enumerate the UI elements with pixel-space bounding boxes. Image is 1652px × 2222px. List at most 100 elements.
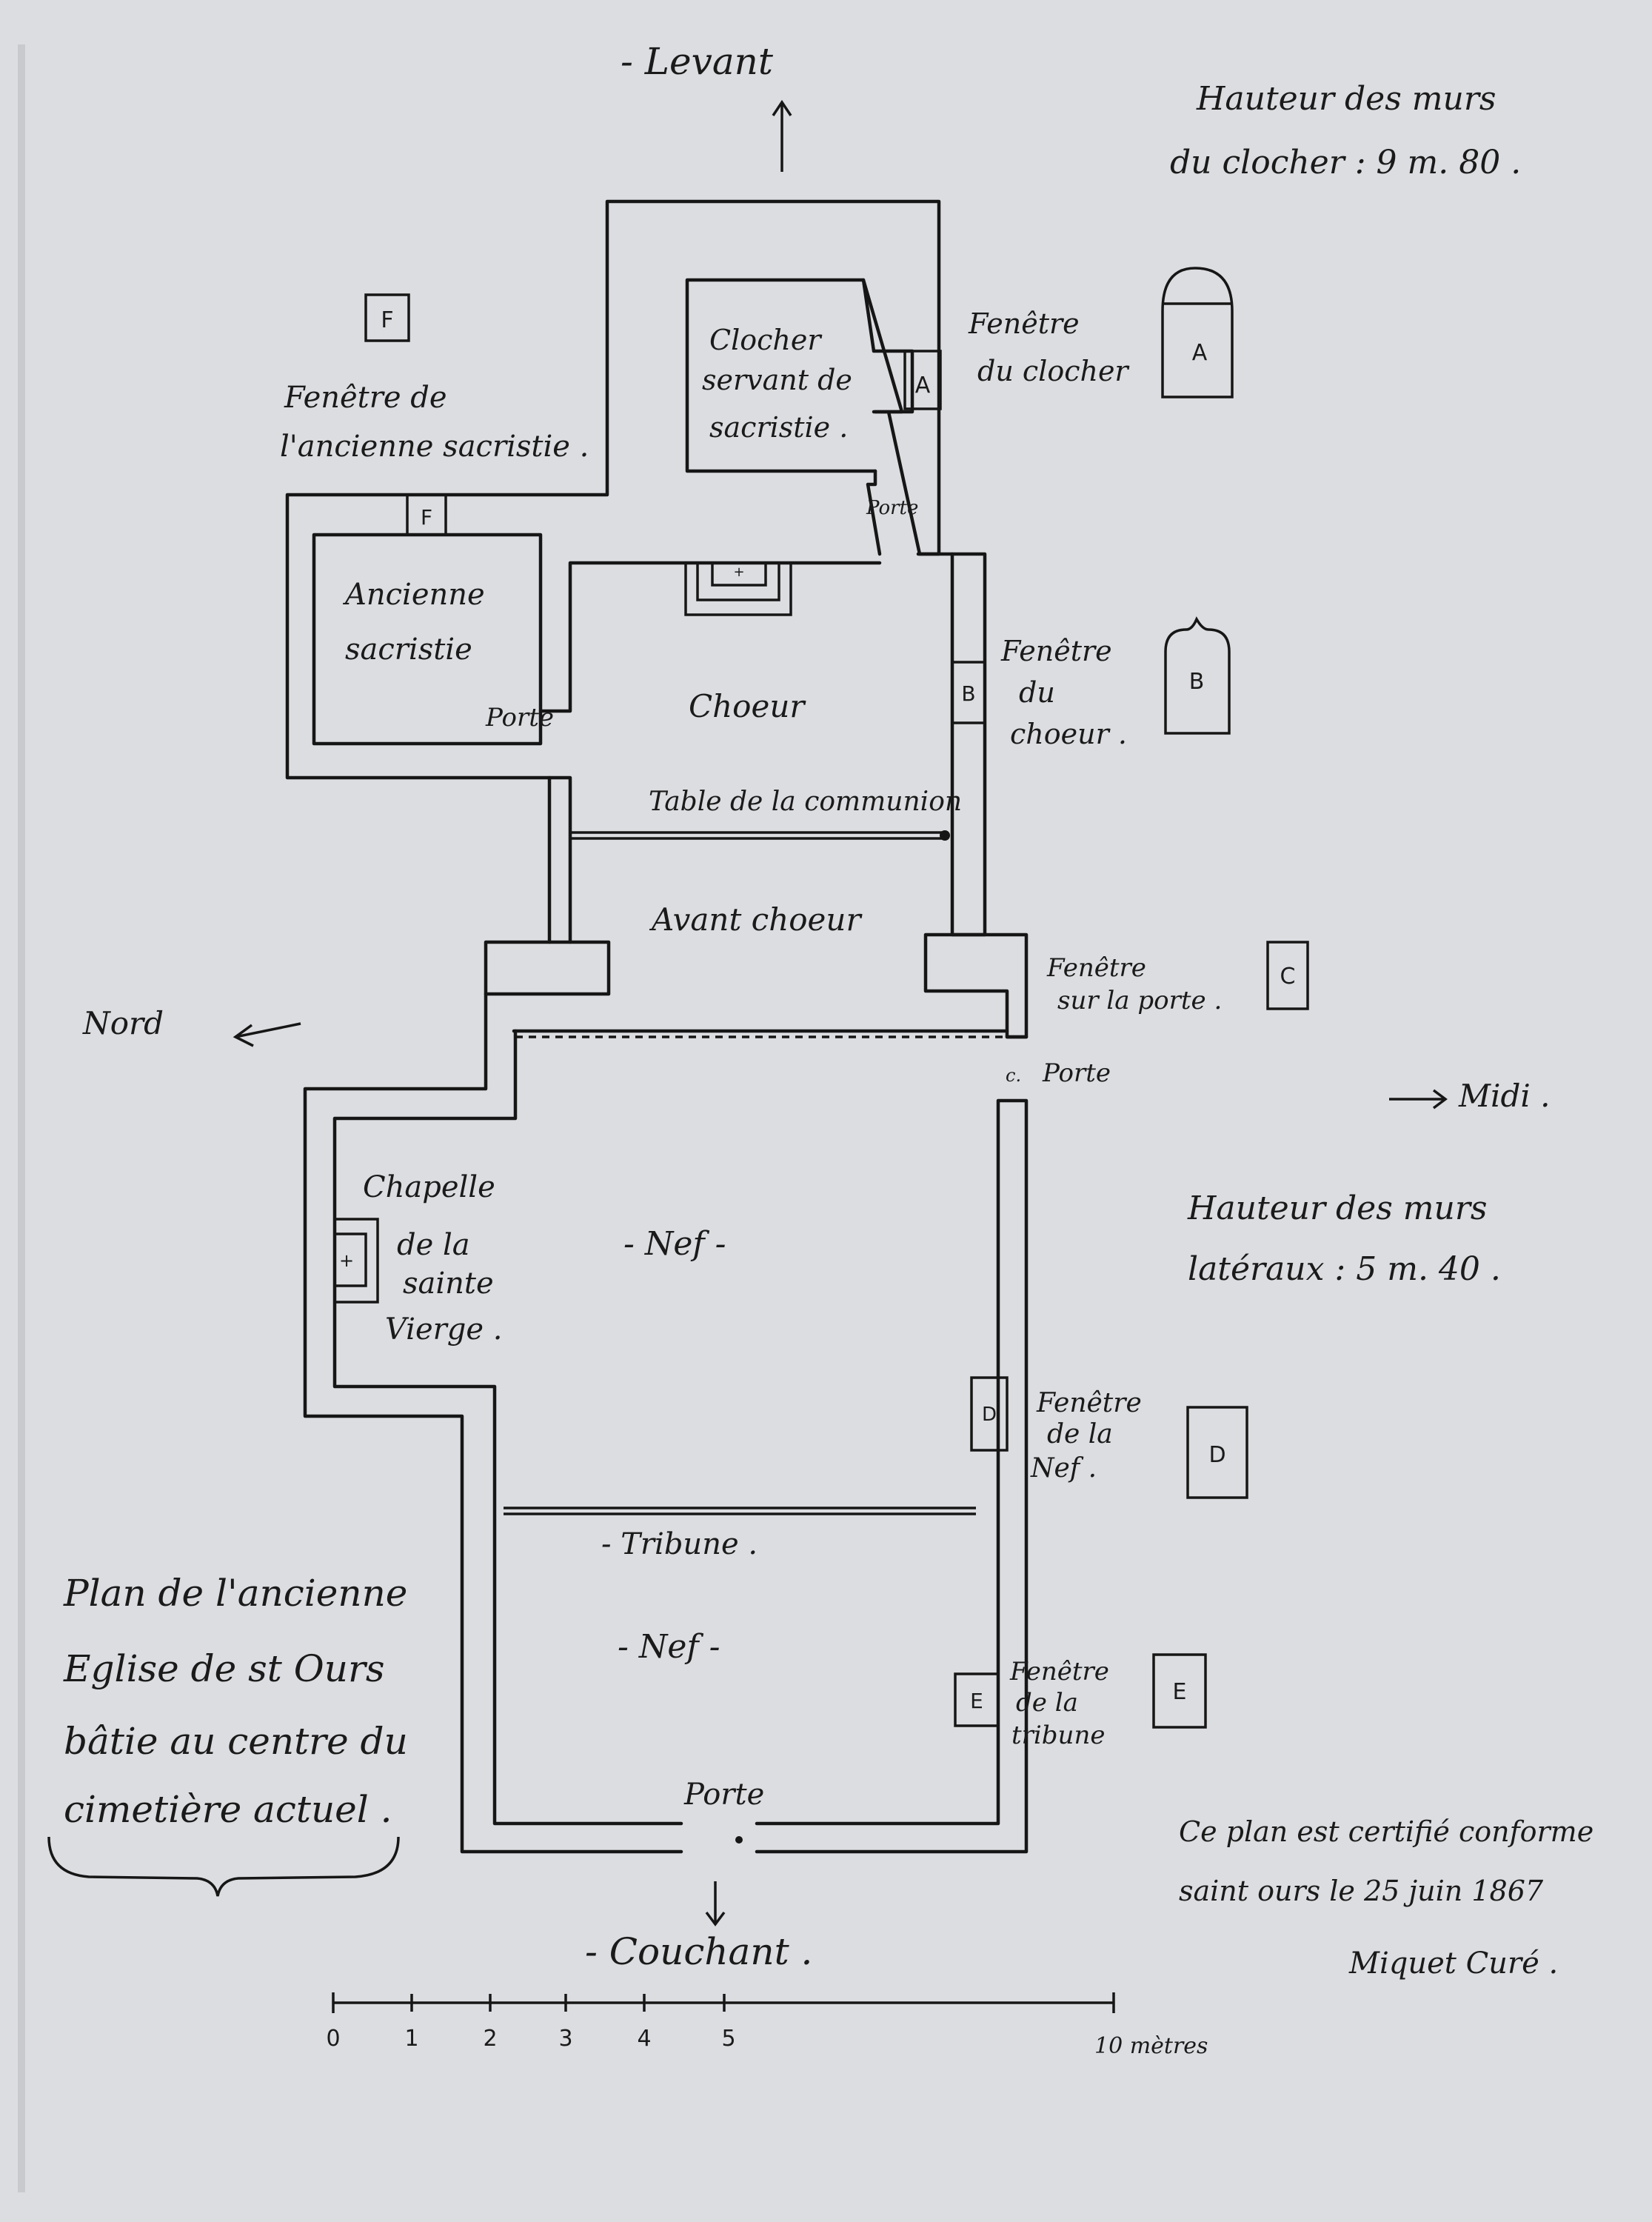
- window-c-label-2: sur la porte .: [1057, 986, 1222, 1015]
- compass-east: - Levant: [621, 40, 774, 83]
- choeur-right-wall: [950, 552, 987, 937]
- room-sacristie-1: Ancienne: [342, 578, 485, 612]
- nef-dashed-line: [515, 1030, 1006, 1038]
- altar-choeur: +: [684, 561, 792, 616]
- room-communion: Table de la communion: [649, 787, 962, 817]
- arrow-left: [233, 1022, 301, 1047]
- scale-tick-2: 2: [483, 2026, 497, 2052]
- door-sacristie: Porte: [485, 703, 554, 733]
- svg-text:E: E: [1173, 1679, 1187, 1705]
- title-line-4: cimetière actuel .: [64, 1788, 392, 1831]
- window-e-label-1: Fenêtre: [1009, 1657, 1109, 1686]
- door-c-small: c.: [1006, 1065, 1021, 1086]
- window-f-legend: F: [364, 293, 410, 342]
- note-bell-height-2: du clocher : 9 m. 80 .: [1170, 144, 1521, 181]
- compass-north: Nord: [82, 1005, 164, 1041]
- room-nef-2: - Nef -: [618, 1628, 720, 1666]
- door-main: Porte: [683, 1778, 764, 1812]
- svg-text:A: A: [915, 373, 931, 398]
- door-side: Porte: [1042, 1058, 1111, 1088]
- scale-bar: 0 1 2 3 4 5 10 mètres: [326, 1992, 1208, 2059]
- window-d-label-2: de la: [1047, 1419, 1113, 1449]
- arrow-right: [1389, 1089, 1448, 1110]
- window-f-label-2: l'ancienne sacristie .: [280, 430, 589, 464]
- window-b-legend: B: [1164, 616, 1231, 735]
- window-e-label-3: tribune: [1011, 1721, 1105, 1750]
- note-side-height-1: Hauteur des murs: [1187, 1190, 1487, 1227]
- svg-text:D: D: [982, 1404, 997, 1426]
- svg-text:E: E: [970, 1689, 983, 1713]
- svg-text:F: F: [381, 307, 393, 333]
- clocher-diagonal-wall: [861, 278, 904, 556]
- nef-right-wall: [755, 1035, 1029, 1854]
- door-clocher: Porte: [866, 497, 918, 519]
- svg-text:C: C: [1280, 964, 1296, 990]
- window-d-label-1: Fenêtre: [1036, 1388, 1142, 1418]
- window-b-label-2: du: [1019, 676, 1055, 709]
- window-a-label-1: Fenêtre: [968, 307, 1080, 340]
- compass-south: Midi .: [1458, 1078, 1550, 1114]
- svg-text:+: +: [733, 564, 744, 580]
- title-line-1: Plan de l'ancienne: [63, 1572, 407, 1615]
- room-tribune: - Tribune .: [601, 1527, 758, 1561]
- scale-tick-5: 5: [721, 2026, 735, 2052]
- svg-text:+: +: [339, 1250, 354, 1271]
- window-e-legend: E: [1152, 1653, 1207, 1729]
- cert-line-1: Ce plan est certifié conforme: [1179, 1815, 1594, 1848]
- svg-text:B: B: [1189, 669, 1205, 695]
- compass-west: - Couchant .: [585, 1930, 812, 1973]
- cert-line-2: saint ours le 25 juin 1867: [1179, 1875, 1544, 1907]
- note-side-height-2: latéraux : 5 m. 40 .: [1188, 1250, 1501, 1288]
- window-f-label-1: Fenêtre de: [284, 381, 447, 415]
- svg-text:B: B: [961, 681, 975, 706]
- avant-choeur-right-block: [923, 932, 1029, 1039]
- window-b-label-1: Fenêtre: [1000, 635, 1112, 667]
- window-a-mark: A: [903, 350, 942, 410]
- main-door-dot: [735, 1836, 743, 1844]
- title-line-3: bâtie au centre du: [64, 1720, 408, 1763]
- paper-edge: [18, 44, 25, 2192]
- window-f-mark: F: [406, 493, 447, 536]
- sacristie-walls: [312, 533, 543, 746]
- room-sacristie-2: sacristie: [345, 633, 472, 667]
- room-chapelle-1: Chapelle: [363, 1170, 495, 1204]
- scale-tick-0: 0: [326, 2026, 340, 2052]
- note-bell-height-1: Hauteur des murs: [1196, 80, 1496, 118]
- window-b-mark: B: [951, 661, 986, 724]
- altar-chapelle: +: [333, 1218, 379, 1304]
- window-c-label-1: Fenêtre: [1046, 953, 1146, 983]
- title-line-2: Eglise de st Ours: [63, 1647, 385, 1690]
- room-choeur: Choeur: [689, 688, 806, 724]
- room-chapelle-2: de la: [397, 1228, 470, 1262]
- room-clocher-3: sacristie .: [709, 411, 848, 444]
- title-brace: [47, 1836, 400, 1897]
- svg-text:D: D: [1208, 1442, 1225, 1468]
- window-e-label-2: de la: [1016, 1688, 1078, 1718]
- window-e-mark: E: [954, 1672, 1000, 1727]
- room-clocher-2: servant de: [702, 364, 852, 396]
- svg-text:F: F: [421, 505, 432, 530]
- room-clocher-1: Clocher: [709, 324, 823, 356]
- room-avant-choeur: Avant choeur: [649, 901, 863, 938]
- avant-choeur-left-block: [484, 940, 611, 996]
- room-chapelle-4: Vierge .: [385, 1312, 502, 1347]
- window-a-legend: A: [1161, 267, 1234, 398]
- cert-line-3: Miquet Curé .: [1348, 1946, 1558, 1981]
- window-d-legend: D: [1186, 1406, 1248, 1499]
- arrow-up: [772, 99, 792, 172]
- scale-tick-4: 4: [637, 2026, 651, 2052]
- window-a-label-2: du clocher: [977, 355, 1130, 387]
- arrow-down: [705, 1881, 726, 1926]
- window-b-label-3: choeur .: [1010, 718, 1127, 750]
- room-nef-1: - Nef -: [623, 1225, 726, 1263]
- sacristie-connector: [538, 561, 882, 944]
- communion-rail-end: [940, 830, 950, 841]
- room-chapelle-3: sainte: [403, 1267, 494, 1301]
- window-d-mark: D: [970, 1376, 1009, 1452]
- window-d-label-3: Nef .: [1030, 1453, 1097, 1484]
- scale-end-label: 10 mètres: [1094, 2033, 1208, 2059]
- window-c-legend: C: [1266, 941, 1309, 1010]
- svg-text:A: A: [1192, 340, 1208, 366]
- scale-tick-3: 3: [558, 2026, 572, 2052]
